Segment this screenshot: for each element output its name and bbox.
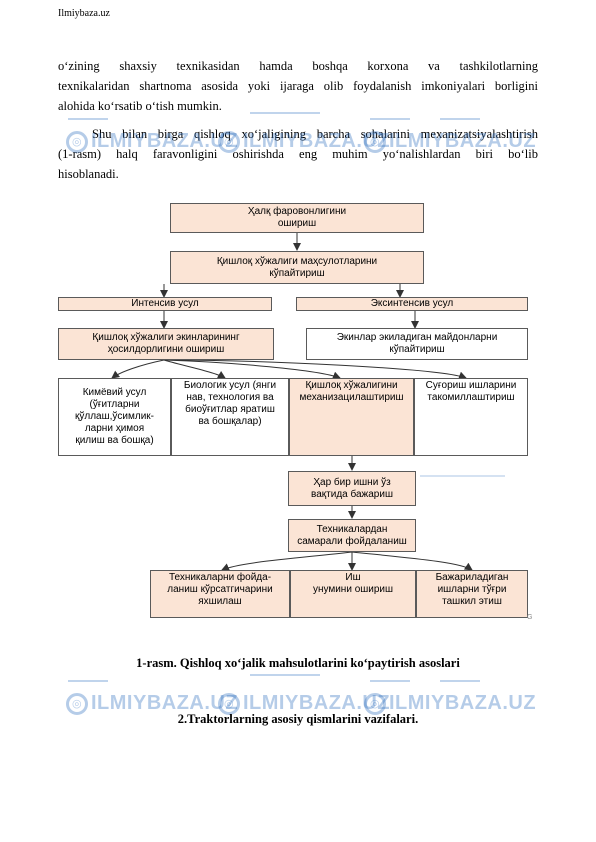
watermark-logo-icon: ◎ (364, 130, 386, 153)
watermark-line (440, 118, 480, 120)
watermark-text: ILMIYBAZA.UZ (243, 692, 391, 714)
box-public-welfare: Ҳалқ фаровонлигини ошириш (170, 203, 424, 233)
watermark-text: ILMIYBAZA.UZ (389, 130, 537, 152)
watermark-logo-icon: ◎ (364, 692, 386, 715)
watermark: ◎ILMIYBAZA.UZ (66, 130, 238, 153)
paragraph-1-line-1: o‘zining shaxsiy texnikasidan hamda bosh… (58, 59, 538, 73)
box-crop-yield: Қишлоқ хўжалиги экинларининг ҳосилдорлиг… (58, 328, 274, 360)
watermark-line (68, 680, 108, 682)
paragraph-2-line-3: hisoblanadi. (58, 167, 119, 181)
paragraph-2-line-1: Shu bilan birga qishloq xo‘jaligining ba… (92, 127, 538, 141)
watermark-line (440, 680, 480, 682)
paragraph-1: o‘zining shaxsiy texnikasidan hamda bosh… (58, 56, 538, 116)
section-heading: 2.Traktorlarning asosiy qismlarini vazif… (177, 712, 419, 726)
corner-mark: G (527, 614, 533, 621)
watermark: ◎ILMIYBAZA.UZ (218, 692, 390, 715)
box-on-time-work: Ҳар бир ишни ўз вақтида бажариш (288, 471, 416, 506)
watermark-logo-icon: ◎ (218, 130, 240, 153)
box-mechanization: Қишлоқ хўжалигини механизацилаштириш (289, 378, 414, 456)
watermark-line (370, 680, 410, 682)
box-organize-work: Бажариладиган ишларни тўғри ташкил этиш (416, 570, 528, 618)
arrow (111, 359, 165, 379)
watermark-text: ILMIYBAZA.UZ (91, 130, 239, 152)
box-efficient-use: Техникалардан самарали фойдаланиш (288, 519, 416, 552)
arrow (163, 359, 467, 380)
arrow (221, 551, 353, 571)
box-increase-produce: Қишлоқ хўжалиги маҳсулотларини кўпайтири… (170, 251, 424, 284)
watermark-line (68, 118, 108, 120)
box-productivity: Иш унумини ошириш (290, 570, 416, 618)
watermark-logo-icon: ◎ (218, 692, 240, 715)
box-biological-method: Биологик усул (янги нав, технология ва б… (171, 378, 289, 456)
arrow (163, 359, 341, 380)
arrow (351, 551, 473, 571)
watermark-logo-icon: ◎ (66, 130, 88, 153)
watermark-line (370, 118, 410, 120)
watermark-text: ILMIYBAZA.UZ (91, 692, 239, 714)
figure-caption: 1-rasm. Qishloq xo‘jalik mahsulotlarini … (136, 656, 460, 670)
watermark: ◎ILMIYBAZA.UZ (364, 130, 536, 153)
box-crop-area: Экинлар экиладиган майдонларни кўпайтири… (306, 328, 528, 360)
box-chemical-method: Кимёвий усул (ўғитларни қўллаш,ўсимлик- … (58, 378, 171, 456)
watermark-logo-icon: ◎ (66, 692, 88, 715)
paragraph-1-line-3: alohida ko‘rsatib o‘tish mumkin. (58, 99, 222, 113)
watermark-line (250, 112, 320, 114)
watermark: ◎ILMIYBAZA.UZ (218, 130, 390, 153)
watermark-line (250, 674, 320, 676)
arrow (163, 359, 226, 379)
box-intensive-method: Интенсив усул (58, 297, 272, 311)
watermark: ◎ILMIYBAZA.UZ (66, 692, 238, 715)
box-usage-indicators: Техникаларни фойда- ланиш кўрсатгичарини… (150, 570, 290, 618)
paragraph-1-line-2: texnikalaridan shartnoma asosida yoki ij… (58, 79, 538, 93)
site-header: Ilmiybaza.uz (58, 8, 110, 19)
box-irrigation: Суғориш ишларини такомиллаштириш (414, 378, 528, 456)
box-extensive-method: Эксинтенсив усул (296, 297, 528, 311)
paragraph-2: Shu bilan birga qishloq xo‘jaligining ba… (58, 124, 538, 184)
paragraph-2-line-2: (1-rasm) halq faravonligini oshirishda e… (58, 147, 538, 161)
watermark-text: ILMIYBAZA.UZ (389, 692, 537, 714)
watermark: ◎ILMIYBAZA.UZ (364, 692, 536, 715)
watermark-text: ILMIYBAZA.UZ (243, 130, 391, 152)
